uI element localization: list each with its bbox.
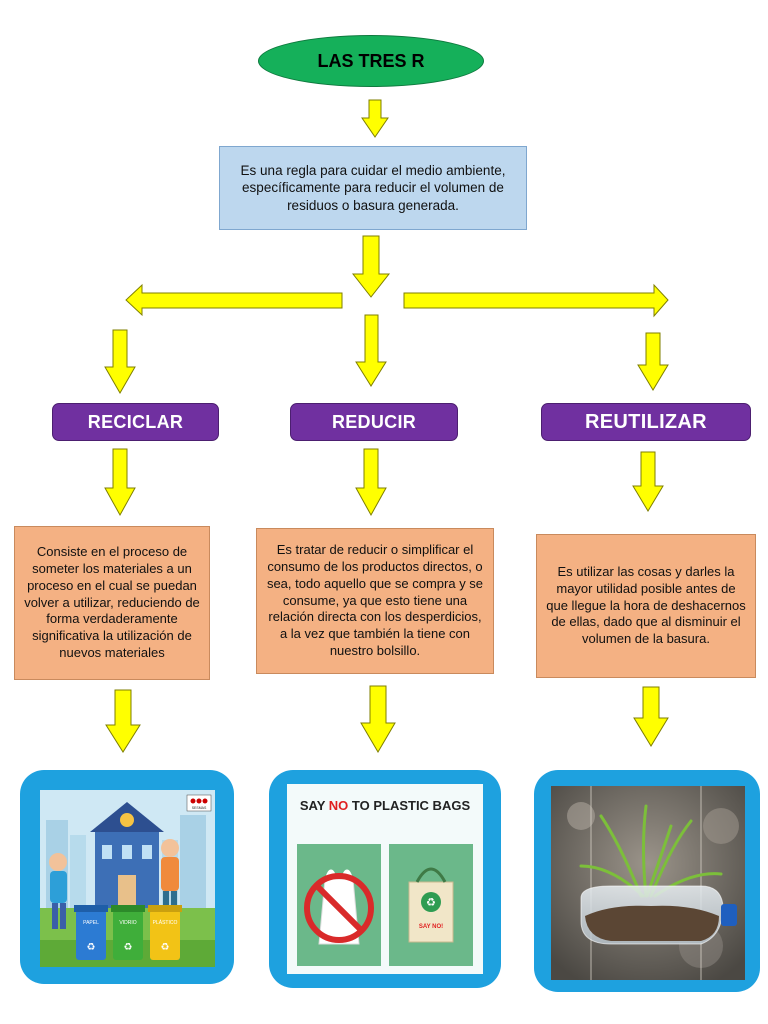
definition-text: Es una regla para cuidar el medio ambien…	[240, 163, 506, 213]
down-arrow-right-top	[637, 332, 669, 391]
header-reutilizar: REUTILIZAR	[541, 403, 751, 441]
svg-text:♻: ♻	[161, 942, 170, 953]
headline-pre: SAY	[299, 798, 329, 813]
down-arrow-center-top	[355, 314, 387, 387]
down-arrow-definition	[351, 235, 391, 298]
plastic-image-frame: SAY NO TO PLASTIC BAGS ♻ SAY NO!	[269, 770, 501, 988]
reuse-photo	[551, 786, 745, 980]
left-arrow	[125, 283, 343, 317]
recycle-image-frame: ♻ ♻ ♻ PAPEL VIDRIO PLÁSTICO SESMAS	[20, 770, 234, 984]
bag-text: SAY NO!	[418, 924, 444, 930]
recycle-illustration: ♻ ♻ ♻ PAPEL VIDRIO PLÁSTICO SESMAS	[40, 790, 215, 967]
plastic-headline: SAY NO TO PLASTIC BAGS	[287, 798, 483, 813]
description-text: Consiste en el proceso de someter los ma…	[24, 543, 200, 661]
down-arrow-left-top	[104, 329, 136, 395]
down-arrow-right-bottom	[633, 686, 669, 747]
reuse-image-frame	[534, 770, 760, 992]
header-reducir: REDUCIR	[290, 403, 458, 441]
title-ellipse: LAS TRES R	[258, 35, 484, 87]
down-arrow-left-bottom	[105, 689, 141, 753]
description-text: Es utilizar las cosas y darles la mayor …	[546, 563, 746, 647]
down-arrow-right-mid	[632, 451, 664, 512]
header-label: REUTILIZAR	[585, 410, 707, 433]
headline-post: TO PLASTIC BAGS	[348, 798, 471, 813]
down-arrow-center-bottom	[360, 685, 396, 753]
down-arrow-left-mid	[104, 448, 136, 517]
bin-label-plastico: PLÁSTICO	[152, 920, 178, 926]
title-text: LAS TRES R	[317, 50, 425, 71]
header-reciclar: RECICLAR	[52, 403, 219, 441]
header-label: REDUCIR	[331, 411, 417, 432]
description-reducir: Es tratar de reducir o simplificar el co…	[256, 528, 494, 674]
logo-text: SESMAS	[191, 806, 207, 810]
right-arrow	[403, 283, 669, 318]
header-label: RECICLAR	[87, 411, 184, 432]
down-arrow-center-mid	[355, 448, 387, 517]
description-reutilizar: Es utilizar las cosas y darles la mayor …	[536, 534, 756, 678]
headline-no: NO	[328, 798, 349, 813]
plastic-illustration: SAY NO TO PLASTIC BAGS ♻ SAY NO!	[287, 784, 483, 974]
svg-text:♻: ♻	[426, 896, 436, 909]
bin-label-papel: PAPEL	[83, 920, 99, 926]
description-text: Es tratar de reducir o simplificar el co…	[266, 541, 484, 659]
down-arrow-title	[361, 99, 389, 138]
definition-box: Es una regla para cuidar el medio ambien…	[219, 146, 527, 230]
description-reciclar: Consiste en el proceso de someter los ma…	[14, 526, 210, 680]
svg-text:♻: ♻	[87, 942, 96, 953]
bin-label-vidrio: VIDRIO	[119, 920, 137, 926]
svg-text:♻: ♻	[124, 942, 133, 953]
